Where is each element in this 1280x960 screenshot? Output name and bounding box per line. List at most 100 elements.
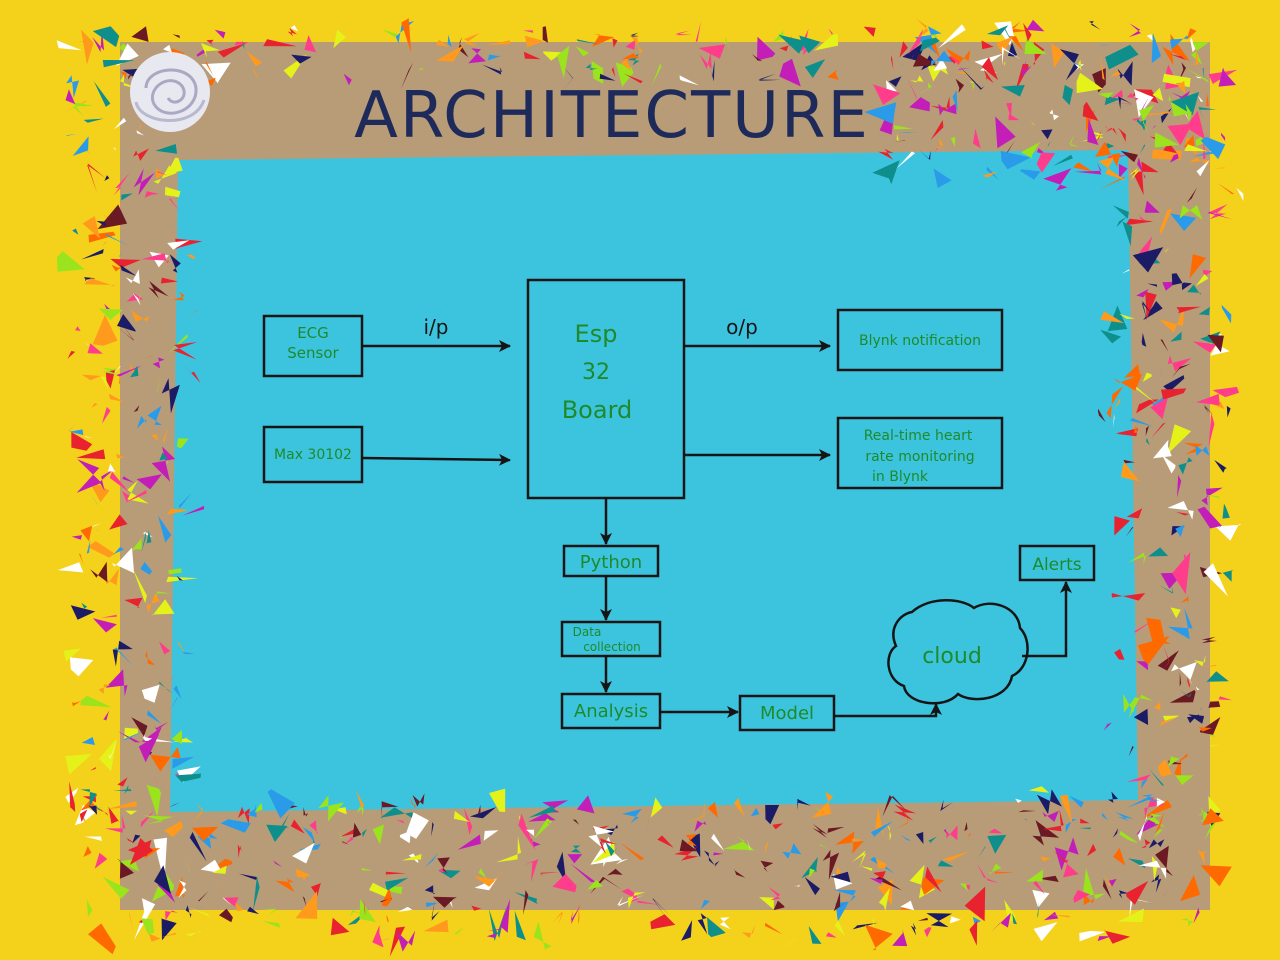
confetti-piece [90,767,96,771]
confetti-piece [1128,694,1153,720]
confetti-piece [890,55,894,70]
confetti-piece [107,801,137,809]
confetti-piece [1114,648,1125,660]
confetti-piece [987,834,1007,854]
confetti-piece [1180,596,1190,603]
confetti-piece [1163,142,1178,154]
data-collection-box [560,620,662,658]
confetti-piece [174,773,180,776]
confetti-piece [1123,364,1141,378]
confetti-piece [1192,341,1217,353]
confetti-piece [872,160,900,185]
confetti-piece [170,673,177,680]
confetti-piece [171,730,183,744]
confetti-piece [423,919,449,933]
confetti-piece [540,872,561,877]
confetti-piece [873,871,886,879]
confetti-piece [835,831,864,854]
confetti-piece [1147,283,1158,287]
confetti-piece [72,701,81,707]
confetti-piece [919,37,940,52]
confetti-piece [576,795,595,814]
confetti-piece [1059,49,1079,81]
confetti-piece [113,117,127,130]
confetti-piece [487,54,502,61]
confetti-piece [1032,889,1050,908]
confetti-piece [347,908,370,925]
confetti-piece [590,876,622,894]
confetti-piece [342,841,350,845]
confetti-piece [553,911,564,925]
confetti-piece [973,128,981,149]
confetti-piece [1119,313,1135,319]
confetti-piece [707,801,718,818]
confetti-piece [808,926,822,944]
confetti-piece [1049,109,1060,121]
confetti-piece [1006,103,1012,118]
confetti-piece [1112,828,1118,838]
confetti-piece [1186,187,1198,203]
confetti-piece [169,198,179,211]
confetti-piece [246,804,257,818]
confetti-piece [1187,677,1190,688]
confetti-piece [1118,890,1129,899]
confetti-piece [124,784,129,795]
confetti-piece [87,343,103,354]
confetti-piece [1113,373,1143,391]
confetti-piece [87,523,102,530]
confetti-piece [116,453,126,459]
confetti-piece [1184,144,1207,152]
confetti-piece [93,81,111,107]
confetti-piece [1197,95,1204,102]
confetti-piece [599,73,616,81]
confetti-piece [1122,221,1133,247]
confetti-piece [1152,87,1164,102]
confetti-piece [206,39,214,46]
confetti-piece [92,314,118,346]
confetti-piece [567,854,583,864]
confetti-piece [381,885,392,907]
confetti-piece [1185,68,1209,83]
confetti-piece [924,927,932,938]
confetti-piece [1162,33,1191,66]
confetti-piece [704,850,715,866]
confetti-piece [487,928,501,939]
confetti-piece [1080,130,1104,142]
confetti-piece [585,63,598,71]
confetti-piece [1152,124,1156,129]
confetti-piece [87,163,106,194]
confetti-piece [412,793,425,807]
confetti-piece [1155,811,1165,834]
confetti-piece [811,791,834,819]
confetti-piece [897,811,909,829]
confetti-piece [1128,858,1146,869]
confetti-piece [1159,305,1185,333]
confetti-piece [80,789,97,807]
confetti-piece [1102,812,1109,821]
confetti-piece [72,101,94,117]
confetti-piece [621,808,642,824]
confetti-piece [1206,671,1229,682]
confetti-piece [603,858,608,867]
confetti-piece [87,541,115,558]
confetti-piece [141,529,147,552]
confetti-piece [1153,829,1164,839]
confetti-piece [467,933,478,935]
confetti-piece [543,51,563,61]
confetti-piece [132,293,141,306]
confetti-piece [152,357,165,369]
confetti-piece [120,264,137,277]
confetti-piece [104,568,119,586]
confetti-piece [1099,44,1111,46]
confetti-piece [1128,745,1134,757]
confetti-piece [87,490,98,505]
confetti-piece [406,812,429,839]
confetti-piece [263,39,297,47]
confetti-piece [163,44,172,53]
confetti-piece [1020,142,1041,159]
confetti-piece [1097,408,1106,423]
confetti-piece [88,805,97,815]
confetti-piece [69,429,84,435]
confetti-piece [1193,907,1200,924]
confetti-piece [1190,42,1210,65]
